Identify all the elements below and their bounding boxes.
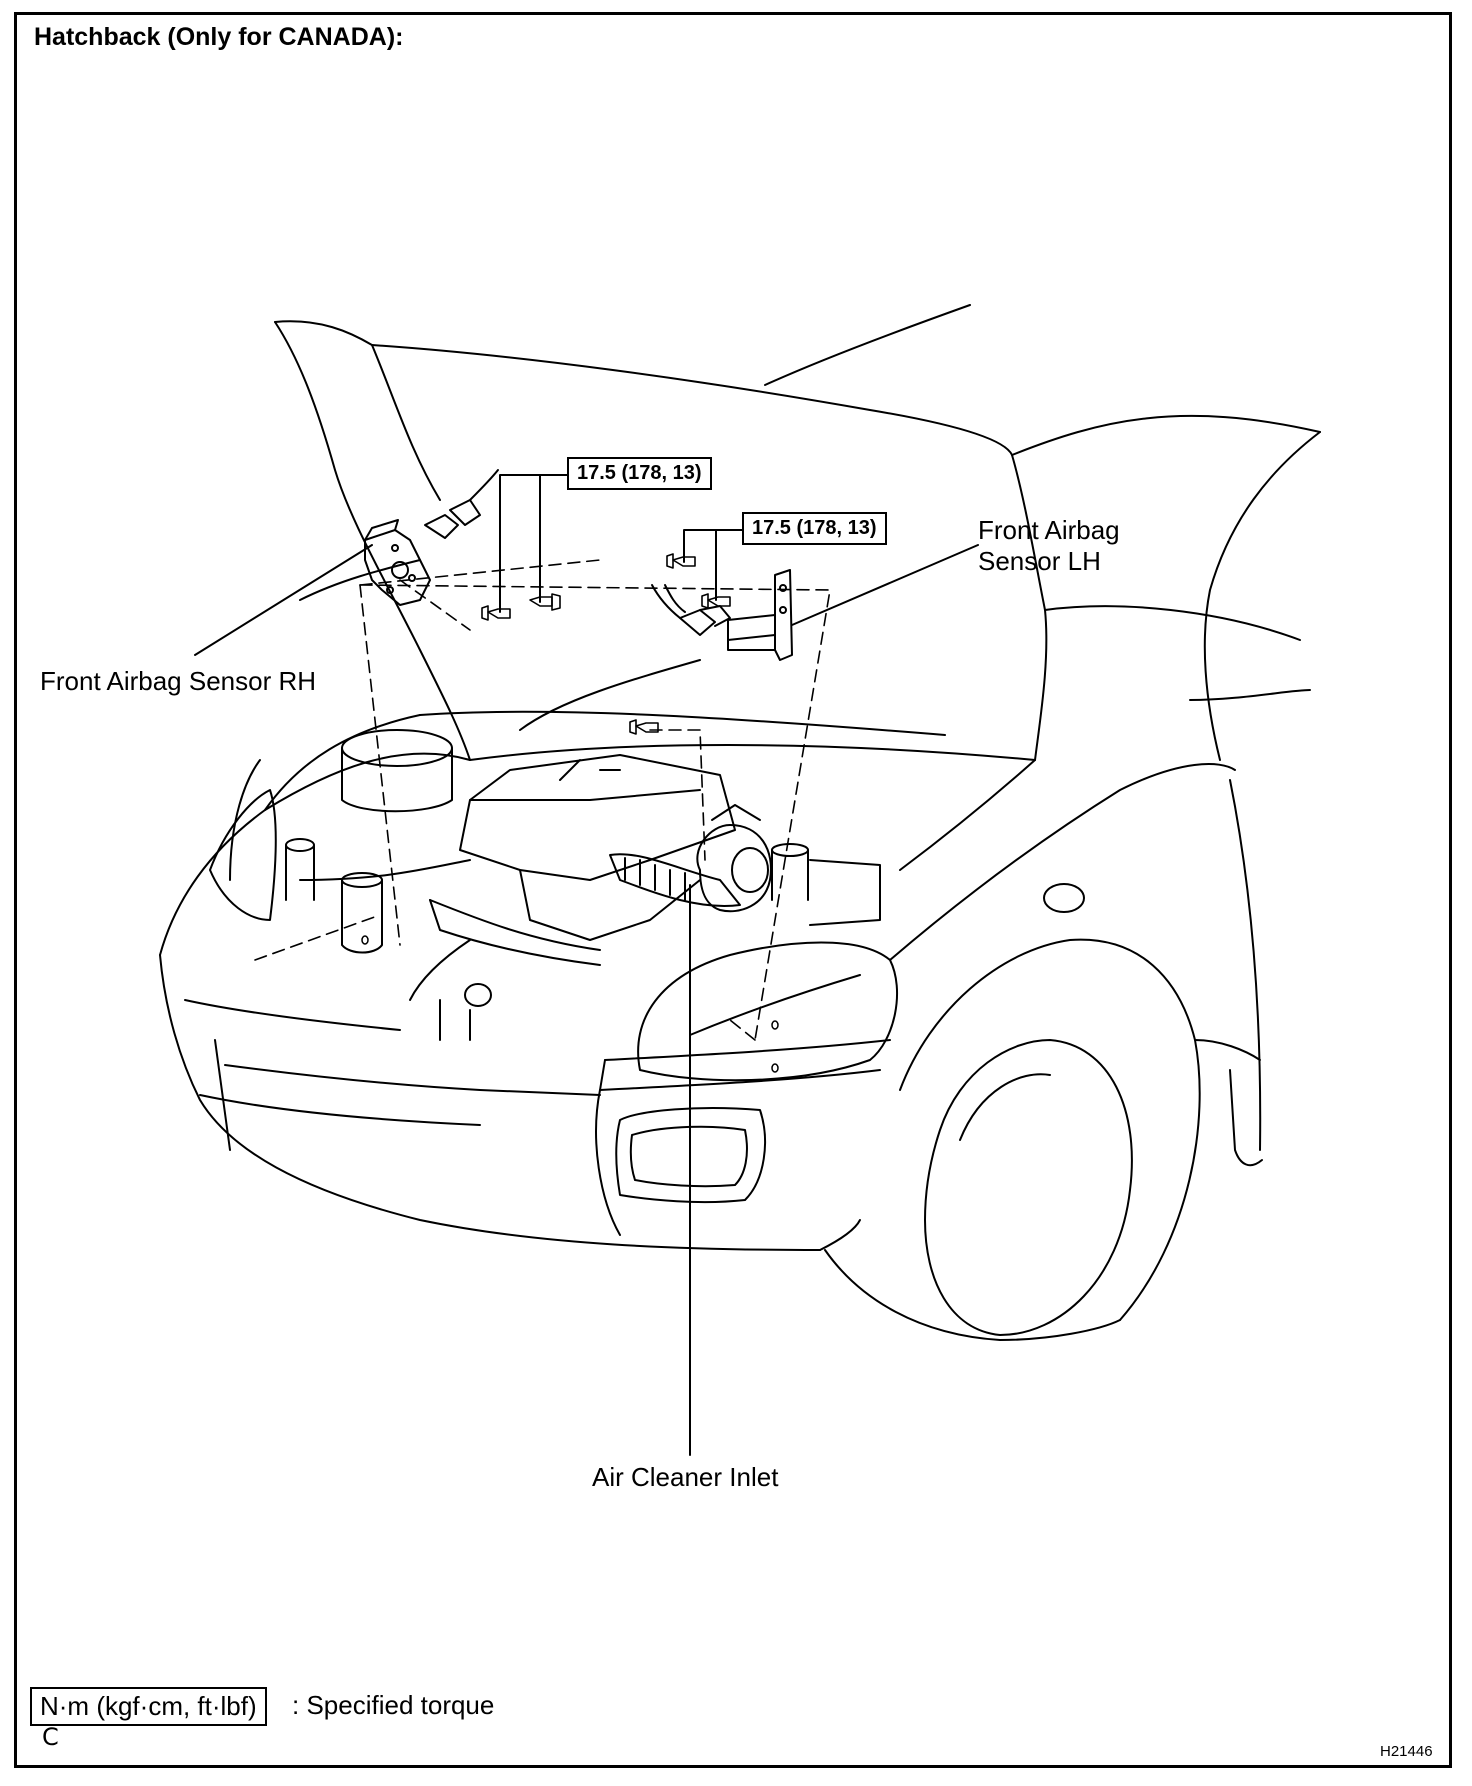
figure-id: H21446 bbox=[1380, 1743, 1433, 1760]
label-sensor-rh: Front Airbag Sensor RH bbox=[40, 666, 317, 696]
diagram-frame bbox=[14, 12, 1452, 1768]
label-air-cleaner-inlet: Air Cleaner Inlet bbox=[592, 1462, 779, 1492]
bolt bbox=[629, 719, 659, 735]
label-sensor-lh-line2: Sensor LH bbox=[978, 546, 1101, 576]
bolt bbox=[666, 553, 696, 569]
torque-callout-2: 17.5 (178, 13) bbox=[742, 512, 887, 545]
engine-bay bbox=[229, 710, 946, 1041]
sensor-lh-part bbox=[651, 569, 793, 661]
leader-lines bbox=[194, 474, 979, 1456]
footer-code: C bbox=[42, 1723, 59, 1751]
fender-and-wheel bbox=[824, 759, 1263, 1341]
front-body bbox=[159, 752, 891, 1251]
dashed-guide-lines bbox=[254, 559, 831, 1041]
torque-callout-1: 17.5 (178, 13) bbox=[567, 457, 712, 490]
legend-torque-unit-box: N·m (kgf·cm, ft·lbf) bbox=[30, 1687, 267, 1726]
sensor-rh-part bbox=[364, 469, 499, 606]
legend-description: : Specified torque bbox=[292, 1690, 495, 1720]
hood-outline bbox=[274, 304, 1048, 761]
label-sensor-lh-line1: Front Airbag bbox=[978, 515, 1120, 545]
sensor-mount-points bbox=[361, 935, 779, 1073]
bolt bbox=[481, 605, 511, 621]
bolts bbox=[481, 553, 731, 735]
windshield-and-pillar bbox=[1011, 414, 1321, 1151]
headlights bbox=[209, 789, 898, 1082]
diagram-title: Hatchback (Only for CANADA): bbox=[34, 23, 404, 51]
bolt bbox=[529, 593, 561, 611]
